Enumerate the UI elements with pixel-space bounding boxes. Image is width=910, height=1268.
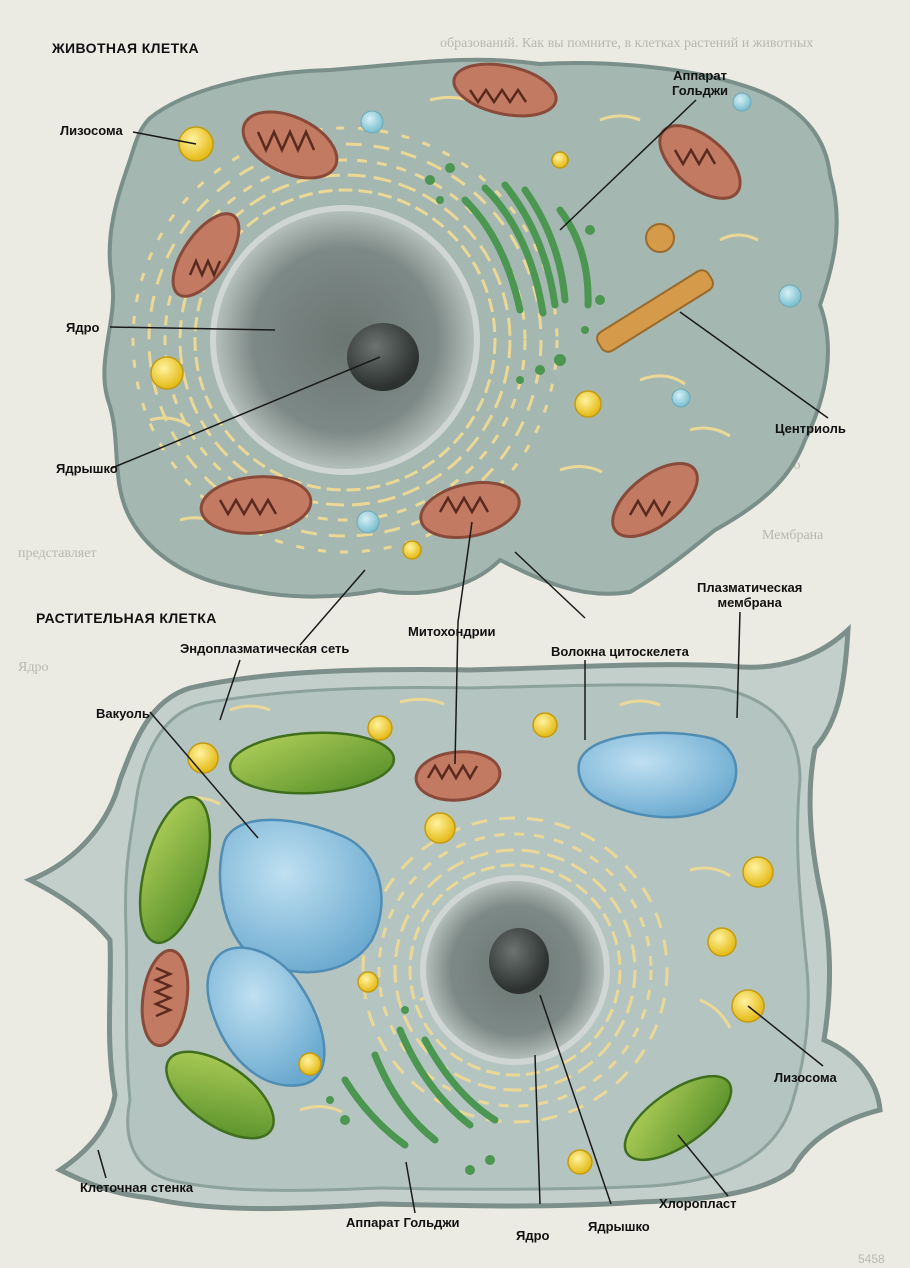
label-golgi-animal: Аппарат Гольджи — [672, 68, 729, 98]
animal-cell — [102, 57, 839, 599]
plant-er — [361, 816, 669, 1124]
plant-vacuoles — [206, 731, 738, 1087]
label-golgi-plant: Аппарат Гольджи — [346, 1215, 460, 1230]
page-number: 5458 — [858, 1252, 885, 1266]
animal-cell-title: ЖИВОТНАЯ КЛЕТКА — [52, 40, 200, 56]
plant-cell-title: РАСТИТЕЛЬНАЯ КЛЕТКА — [36, 610, 217, 626]
label-centriole: Центриоль — [775, 421, 846, 436]
background-text-line: Ядро — [18, 660, 49, 675]
plant-cell — [23, 623, 883, 1212]
label-vacuole: Вакуоль — [96, 706, 150, 721]
label-nucleolus-animal: Ядрышко — [56, 461, 118, 476]
background-text-line: представляет — [18, 546, 97, 561]
label-nucleus-animal: Ядро — [66, 320, 100, 335]
animal-vesicles — [356, 92, 802, 534]
label-mitochondria: Митохондрии — [408, 624, 496, 639]
leader-lines — [97, 99, 829, 1214]
label-plasma-membrane: Плазматическая мембрана — [697, 580, 803, 610]
label-cell-wall: Клеточная стенка — [80, 1180, 194, 1195]
plant-nucleolus — [489, 928, 549, 994]
animal-nucleolus — [347, 323, 419, 391]
label-nucleus-plant: Ядро — [516, 1228, 550, 1243]
plant-chloroplasts — [138, 731, 733, 1162]
animal-mitochondria — [171, 62, 742, 539]
label-lysosome-animal: Лизосома — [60, 123, 123, 138]
plant-lysosomes — [187, 712, 774, 1175]
plant-golgi-vesicles — [326, 1006, 495, 1175]
animal-er — [131, 126, 559, 554]
label-chloroplast: Хлоропласт — [659, 1196, 737, 1211]
animal-nucleus — [210, 205, 480, 475]
plant-mitochondria-cristae — [152, 763, 479, 1018]
label-endoplasmic-reticulum: Эндоплазматическая сеть — [180, 641, 350, 656]
plant-golgi — [341, 1026, 499, 1149]
background-text-line: Мембрана — [762, 528, 824, 543]
animal-golgi-vesicles — [425, 163, 605, 384]
animal-mitochondria-cristae — [188, 87, 717, 518]
label-lysosome-plant: Лизосома — [774, 1070, 837, 1085]
label-cytoskeleton: Волокна цитоскелета — [551, 644, 689, 659]
animal-centriole — [596, 223, 714, 353]
animal-golgi — [461, 181, 592, 317]
label-nucleolus-plant: Ядрышко — [588, 1219, 650, 1234]
background-text-line: образований. Как вы помните, в клетках р… — [440, 36, 814, 51]
